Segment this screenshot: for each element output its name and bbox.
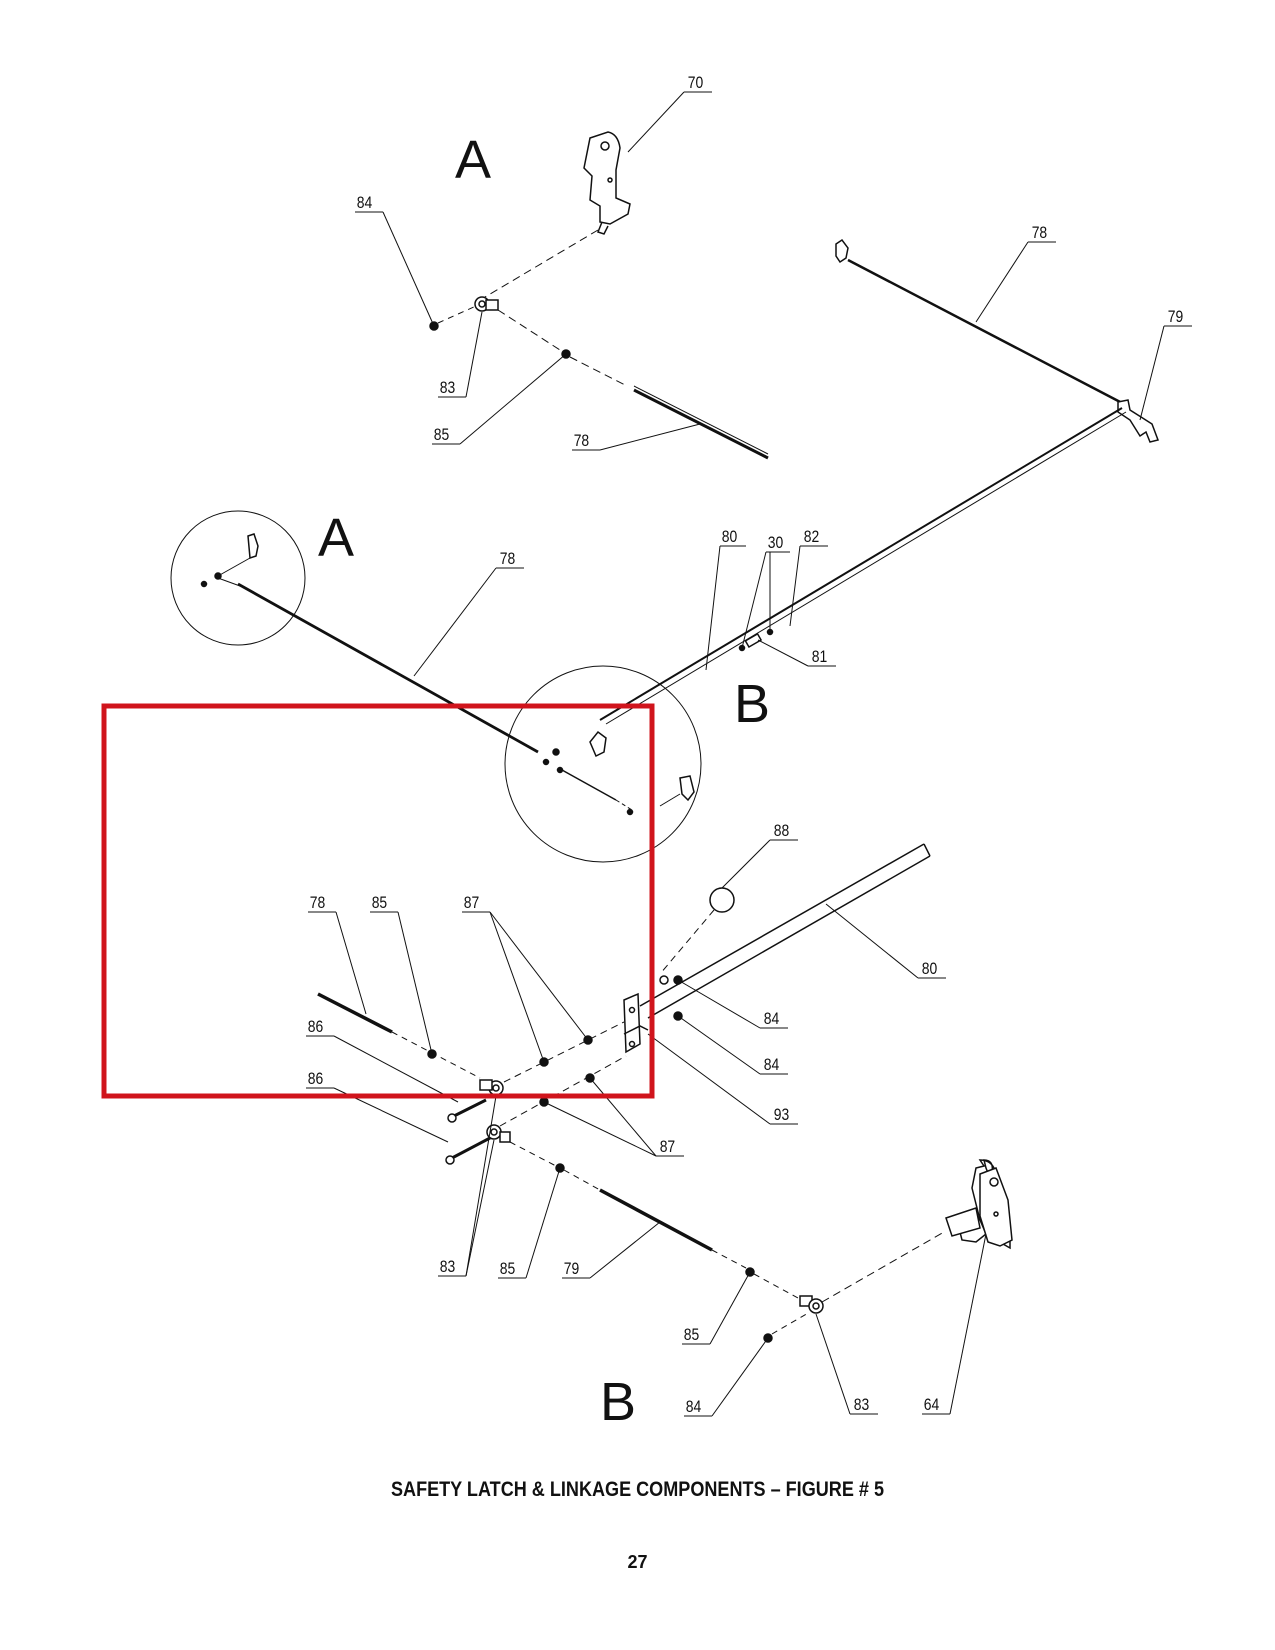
callout-86-a: 86 — [308, 1018, 323, 1037]
callout-80-low: 80 — [922, 960, 938, 979]
callout-78-mid: 78 — [500, 550, 515, 569]
callout-88: 88 — [774, 822, 789, 841]
callout-84-top: 84 — [357, 194, 373, 213]
callout-80-mid: 80 — [722, 528, 738, 547]
callout-84-b: 84 — [764, 1056, 780, 1075]
callouts-main — [413, 241, 1192, 677]
callout-30: 30 — [768, 534, 784, 553]
callout-85-low: 85 — [372, 894, 387, 913]
callout-83-top: 83 — [440, 379, 455, 398]
callout-83-bot: 83 — [854, 1396, 869, 1415]
callout-78-right: 78 — [1032, 224, 1047, 243]
callout-78-top: 78 — [574, 432, 589, 451]
view-letter-a-detail: A — [455, 130, 491, 190]
figure-caption: SAFETY LATCH & LINKAGE COMPONENTS – FIGU… — [390, 1478, 885, 1501]
callout-81: 81 — [812, 648, 827, 667]
main-assembly — [170, 238, 1159, 863]
callout-79-bot: 79 — [564, 1260, 579, 1279]
callout-87-lower: 87 — [660, 1138, 675, 1157]
callout-85-bot-b: 85 — [684, 1326, 699, 1345]
callouts-detail-a — [355, 91, 712, 451]
callout-84-a: 84 — [764, 1010, 780, 1029]
highlight-box — [101, 703, 655, 1099]
page-number: 27 — [627, 1552, 648, 1572]
callout-85-top: 85 — [434, 426, 449, 445]
detail-a-assembly — [429, 131, 769, 460]
callout-85-bot-a: 85 — [500, 1260, 515, 1279]
callout-84-bot: 84 — [686, 1398, 702, 1417]
callout-83-low: 83 — [440, 1258, 455, 1277]
callout-64: 64 — [924, 1396, 940, 1415]
callout-78-low: 78 — [310, 894, 325, 913]
view-letter-a-main: A — [318, 508, 354, 568]
callout-70: 70 — [688, 74, 704, 93]
callout-93: 93 — [774, 1106, 789, 1125]
callout-86-b: 86 — [308, 1070, 323, 1089]
detail-b-assembly — [317, 843, 1013, 1343]
view-letter-b-detail: B — [600, 1372, 636, 1432]
callouts-detail-b — [306, 839, 987, 1417]
callout-82: 82 — [804, 528, 819, 547]
callout-87-upper: 87 — [464, 894, 479, 913]
view-letter-b-main: B — [734, 674, 770, 734]
callout-79-right: 79 — [1168, 308, 1183, 327]
